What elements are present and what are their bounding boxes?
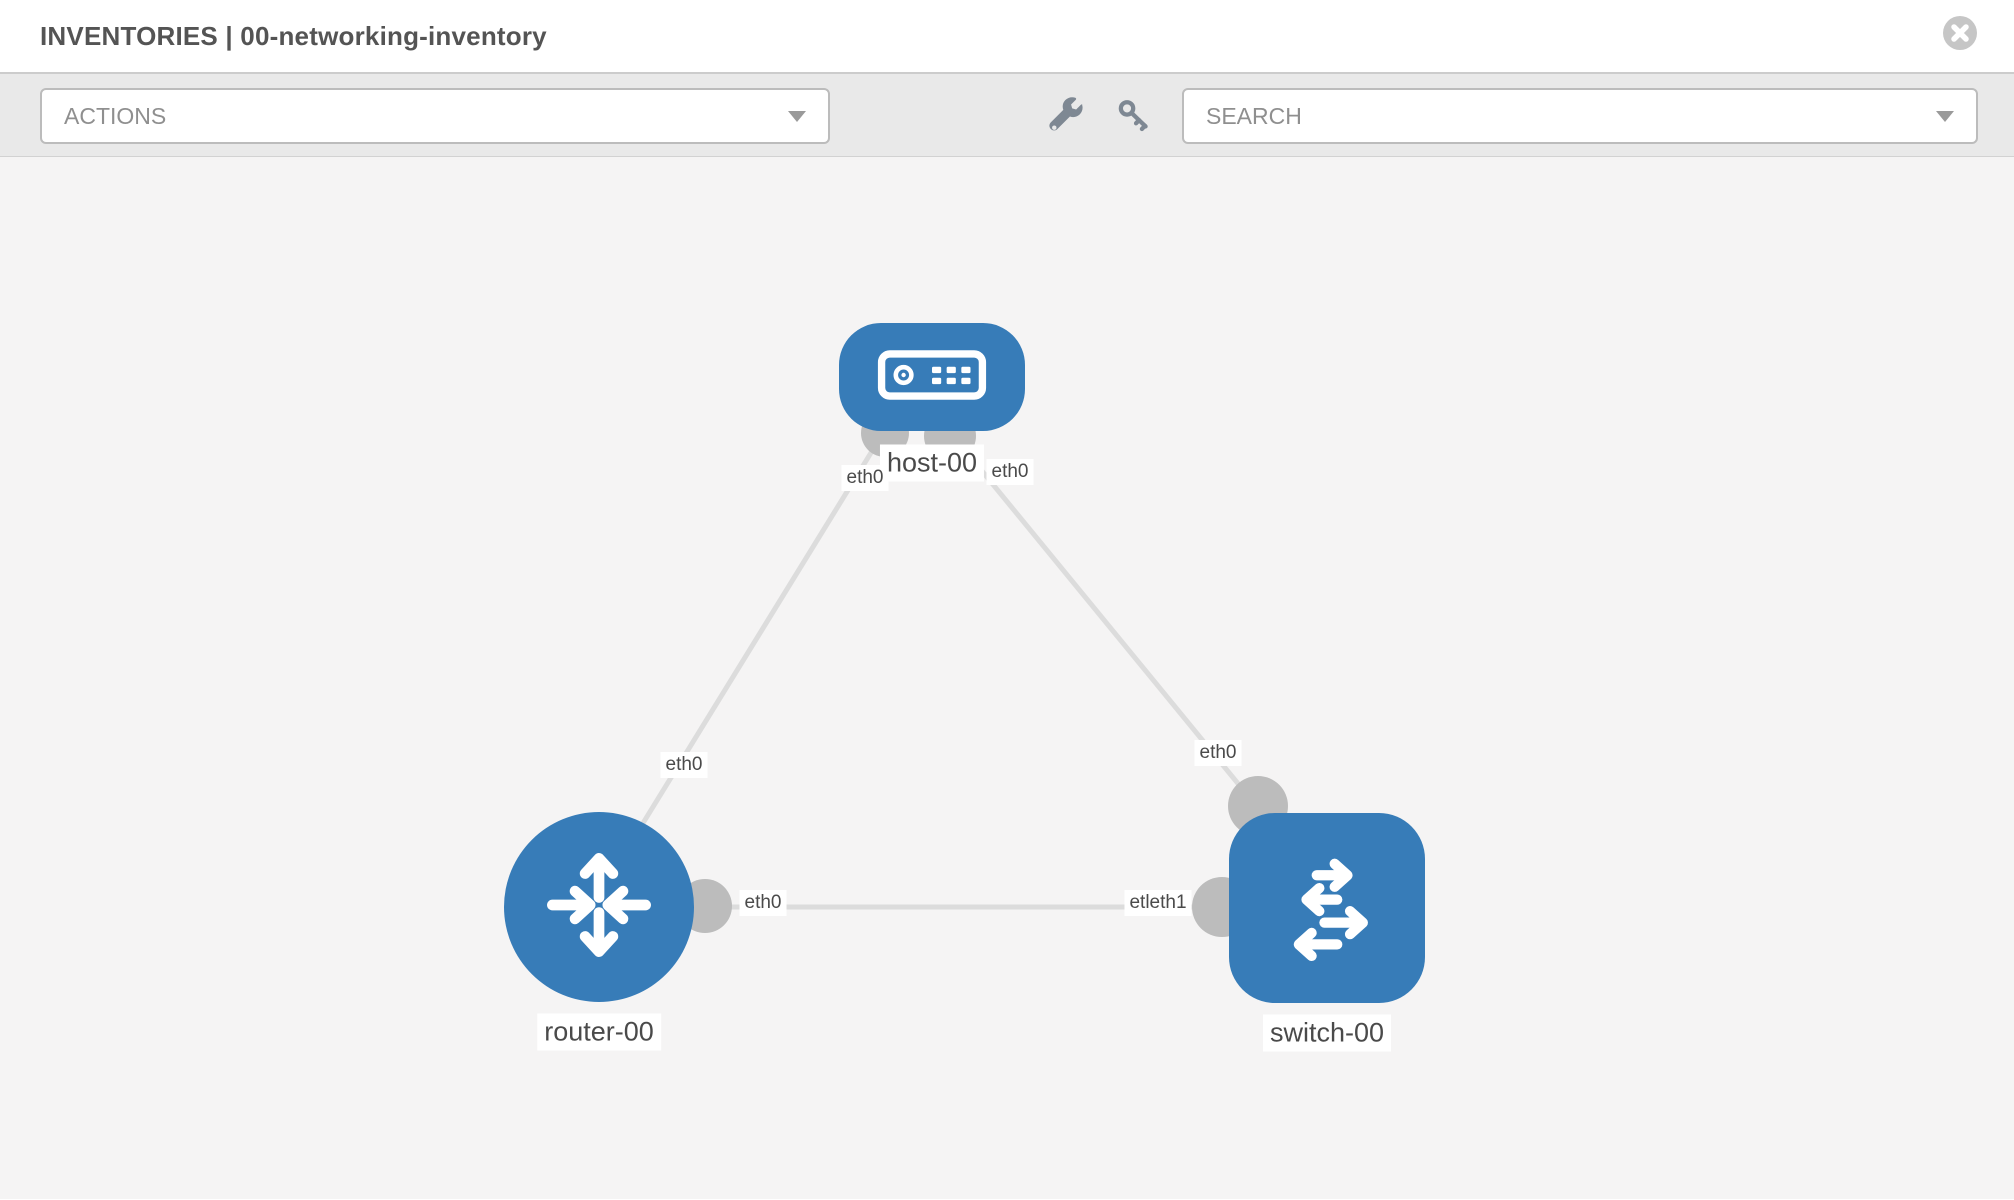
if-label-host-eth0-left: eth0 xyxy=(841,465,889,491)
if-label-switch-eth1-left: etleth1 xyxy=(1124,890,1192,916)
node-label-host: host-00 xyxy=(879,444,985,482)
chevron-down-icon xyxy=(1936,110,1954,122)
if-label-router-eth0-top: eth0 xyxy=(660,752,708,778)
configure-button[interactable] xyxy=(1047,96,1087,136)
switch-icon xyxy=(1263,842,1391,975)
topology-canvas[interactable]: host-00 router-00 switch-00 eth0 eth0 et… xyxy=(0,157,2014,1199)
if-label-switch-eth0-top: eth0 xyxy=(1194,740,1242,766)
search-dropdown[interactable]: SEARCH xyxy=(1182,88,1978,144)
credentials-button[interactable] xyxy=(1115,96,1155,136)
close-button[interactable] xyxy=(1943,16,1977,50)
header: INVENTORIES | 00-networking-inventory xyxy=(0,0,2014,72)
chevron-down-icon xyxy=(788,110,806,122)
node-label-switch: switch-00 xyxy=(1262,1014,1392,1052)
node-router-00[interactable] xyxy=(504,812,694,1002)
router-icon xyxy=(536,842,662,973)
node-switch-00[interactable] xyxy=(1229,813,1425,1003)
close-icon xyxy=(1943,16,1977,53)
node-host-00[interactable] xyxy=(839,323,1025,431)
if-label-router-eth0-right: eth0 xyxy=(739,890,787,916)
search-dropdown-label: SEARCH xyxy=(1206,102,1302,129)
key-icon xyxy=(1115,97,1155,135)
toolbar: ACTIONS SEARCH xyxy=(0,72,2014,157)
host-icon xyxy=(877,349,987,406)
actions-dropdown-label: ACTIONS xyxy=(64,102,167,129)
actions-dropdown[interactable]: ACTIONS xyxy=(40,88,830,144)
page-title: INVENTORIES | 00-networking-inventory xyxy=(40,20,547,51)
node-label-router: router-00 xyxy=(537,1013,661,1051)
if-label-host-eth0-right: eth0 xyxy=(986,459,1034,485)
edges-layer xyxy=(637,409,1288,937)
wrench-icon xyxy=(1047,97,1087,135)
